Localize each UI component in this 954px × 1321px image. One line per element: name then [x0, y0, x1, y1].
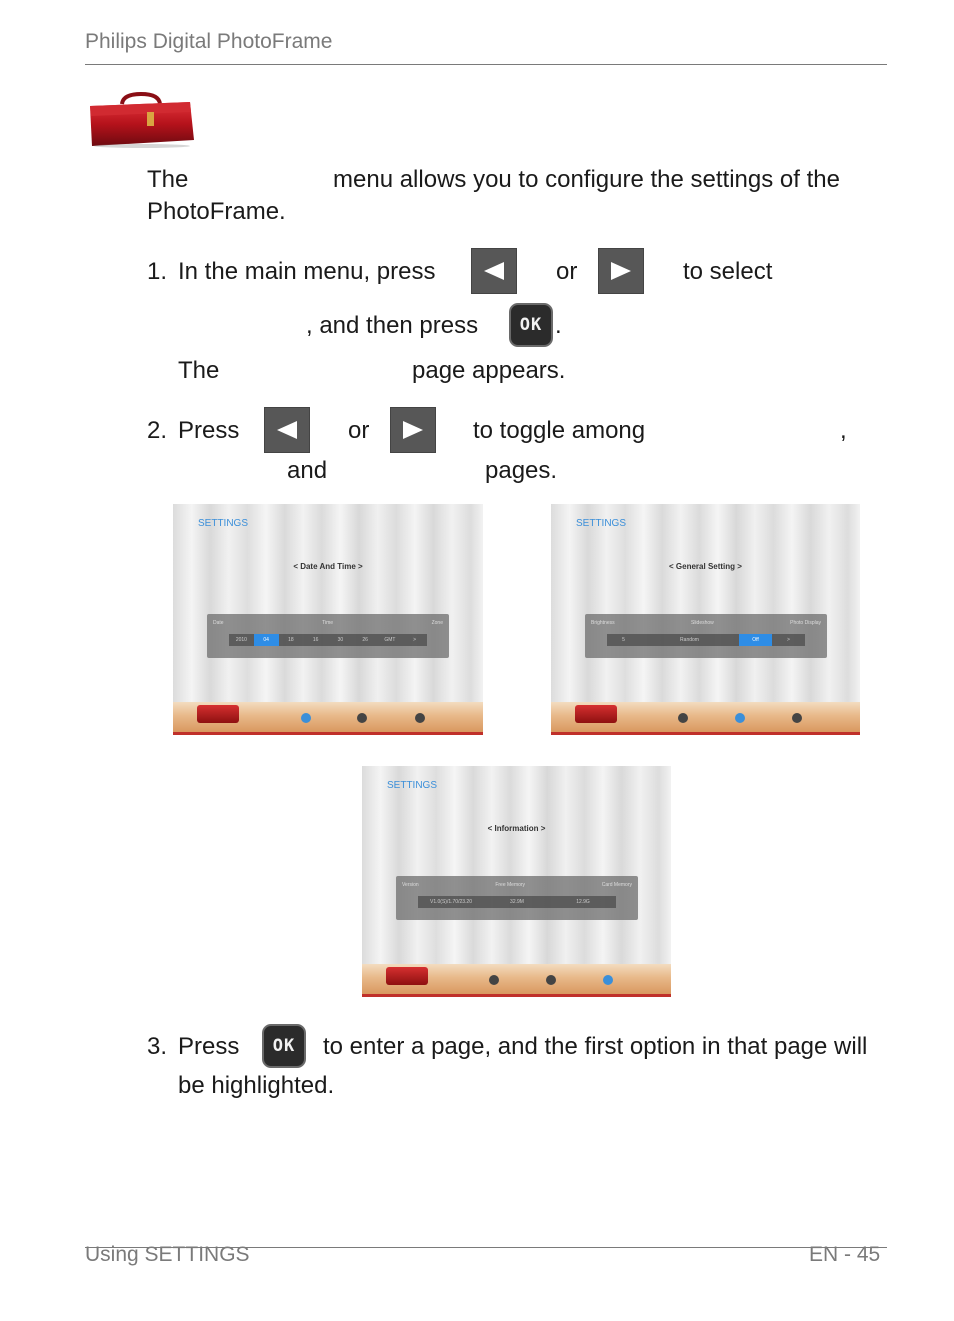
screenshot-nav: < General Setting >: [669, 562, 742, 571]
panel-value-highlighted: 04: [253, 634, 279, 646]
left-arrow-icon: [277, 421, 297, 439]
right-arrow-icon: [611, 262, 631, 280]
panel-label: Free Memory: [495, 882, 526, 888]
screenshot-nav: < Information >: [487, 824, 546, 833]
panel-label: Version: [402, 882, 419, 888]
panel-value: 16: [312, 637, 319, 643]
panel-label: Card Memory: [601, 882, 632, 888]
screenshot-general-setting: SETTINGS < General Setting > Brightness …: [551, 504, 860, 735]
panel-value: >: [787, 637, 790, 643]
screenshot-title: SETTINGS: [387, 780, 438, 791]
step3-text-b: to enter a page, and the first option in…: [323, 1033, 868, 1060]
clock-icon: [489, 975, 499, 985]
step1-text-e: page appears.: [412, 357, 566, 384]
page-header-title: Philips Digital PhotoFrame: [85, 30, 333, 53]
left-arrow-button: [471, 248, 517, 294]
step1-text-b: to select: [683, 258, 773, 285]
left-arrow-button: [264, 407, 310, 453]
toolbox-icon: [197, 705, 239, 723]
panel-value: >: [413, 637, 417, 643]
step2-number: 2.: [147, 417, 168, 444]
step2-or: or: [348, 417, 370, 444]
step2-and: and: [287, 457, 328, 484]
intro-text: menu allows you to configure the setting…: [333, 166, 840, 193]
info-icon: [792, 713, 802, 723]
panel-label: Zone: [431, 620, 443, 626]
screenshot-nav: < Date And Time >: [293, 562, 363, 571]
gear-icon: [735, 713, 745, 723]
settings-panel: Brightness Slideshow Photo Display 5 Ran…: [585, 614, 827, 658]
screenshot-title: SETTINGS: [576, 518, 627, 529]
info-icon: [415, 713, 425, 723]
gear-icon: [357, 713, 367, 723]
step2-comma: ,: [840, 417, 847, 444]
step1-number: 1.: [147, 258, 168, 285]
right-arrow-icon: [403, 421, 423, 439]
toolbox-icon: [575, 705, 617, 723]
clock-icon: [678, 713, 688, 723]
screenshot-title: SETTINGS: [198, 518, 249, 529]
panel-value: Random: [680, 637, 699, 643]
settings-panel: Date Time Zone 2010 04 18 16 30 26 GMT >: [207, 614, 449, 658]
panel-value: V1.0(S)/1.70/23.20: [430, 899, 472, 905]
intro-the: The: [147, 166, 189, 193]
step1-text-d: The: [178, 357, 220, 384]
panel-label: Date: [213, 620, 224, 626]
toolbox-icon: [86, 91, 196, 148]
settings-panel: Version Free Memory Card Memory V1.0(S)/…: [396, 876, 638, 920]
step3-text-a: Press: [178, 1033, 240, 1060]
panel-label: Brightness: [591, 620, 615, 626]
step3-text-c: be highlighted.: [178, 1072, 335, 1099]
ok-button: OK: [262, 1024, 306, 1068]
clock-icon: [301, 713, 311, 723]
panel-value: 5: [622, 637, 625, 643]
info-icon: [603, 975, 613, 985]
panel-value: 32.9M: [510, 899, 524, 905]
step2-text-a: Press: [178, 417, 240, 444]
step2-pages: pages.: [485, 457, 558, 484]
step1-text-c: , and then press: [306, 312, 479, 339]
panel-value-highlighted: Off: [739, 634, 772, 646]
step2-text-b: to toggle among: [473, 417, 646, 444]
footer-section-title: Using SETTINGS: [85, 1243, 250, 1266]
left-arrow-icon: [484, 262, 504, 280]
toolbox-icon: [386, 967, 428, 985]
screenshot-information: SETTINGS < Information > Version Free Me…: [362, 766, 671, 997]
panel-label: Slideshow: [690, 620, 714, 626]
screenshot-date-time: SETTINGS < Date And Time > Date Time Zon…: [173, 504, 483, 735]
panel-value: 12.9G: [576, 899, 590, 905]
panel-label: Time: [322, 620, 334, 626]
step3-number: 3.: [147, 1033, 168, 1060]
step1-period: .: [555, 312, 562, 339]
right-arrow-button: [390, 407, 436, 453]
ok-button: OK: [509, 303, 553, 347]
step1-text-a: In the main menu, press: [178, 258, 436, 285]
page-number: EN - 45: [809, 1243, 881, 1266]
intro-text-2: PhotoFrame.: [147, 198, 286, 225]
footer-rule: [85, 1247, 887, 1248]
gear-icon: [546, 975, 556, 985]
panel-value: 30: [337, 637, 344, 643]
panel-value: GMT: [384, 637, 396, 643]
panel-value: 18: [288, 637, 294, 643]
panel-label: Photo Display: [790, 620, 821, 626]
step1-or: or: [556, 258, 578, 285]
panel-value: 26: [362, 637, 368, 643]
header-rule: [85, 64, 887, 65]
right-arrow-button: [598, 248, 644, 294]
panel-value: 2010: [235, 637, 247, 643]
